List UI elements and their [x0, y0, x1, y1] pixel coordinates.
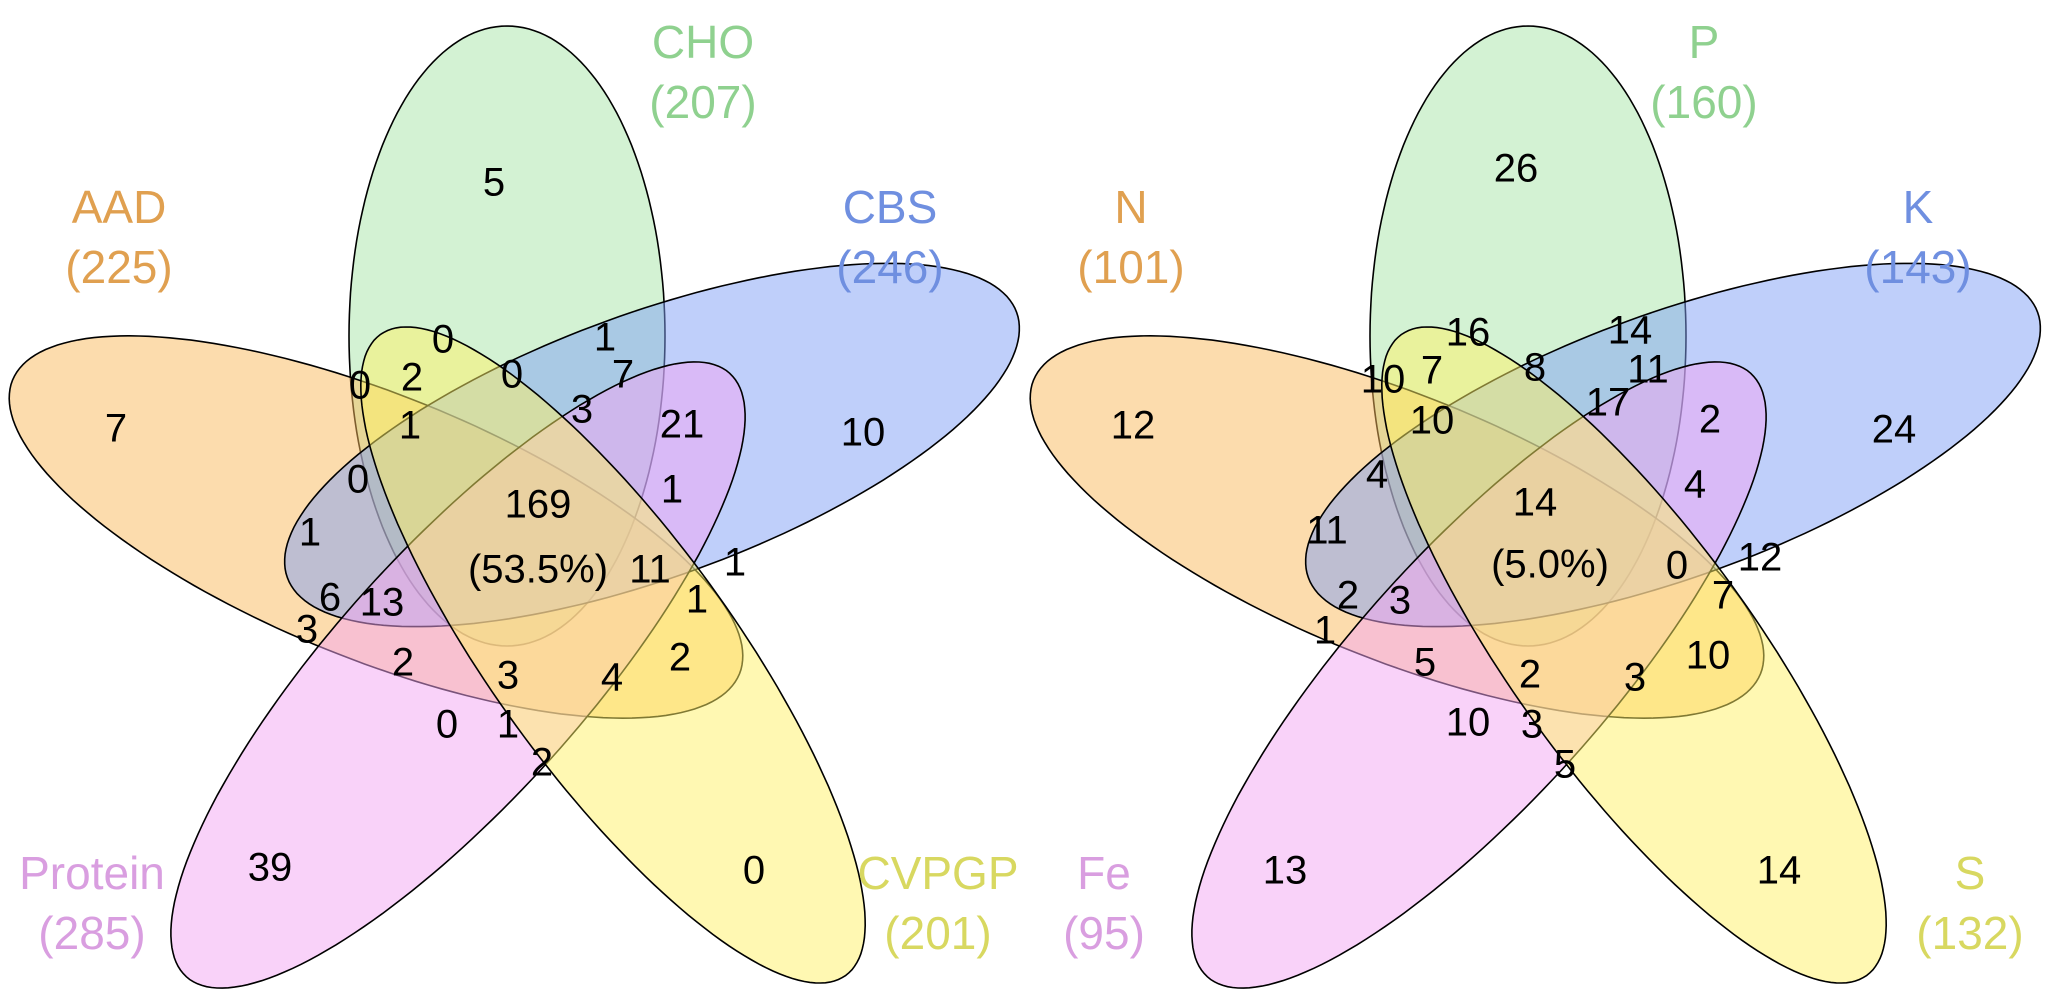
set-label: CVPGP: [857, 847, 1018, 899]
region-count: 1: [497, 703, 519, 747]
region-count: 7: [1712, 574, 1734, 618]
region-count: 3: [296, 608, 318, 652]
region-count: 2: [392, 641, 414, 685]
region-count: 1: [594, 316, 616, 360]
region-count: 1: [399, 404, 421, 448]
set-count: (143): [1864, 241, 1971, 293]
set-ellipses: [8, 25, 1021, 989]
region-count: 39: [248, 846, 293, 890]
region-count: 7: [105, 407, 127, 451]
region-count: 2: [401, 356, 423, 400]
region-count: 11: [1306, 509, 1348, 553]
region-count: 10: [1361, 358, 1406, 402]
region-count: 7: [612, 353, 634, 397]
set-label: N: [1114, 181, 1147, 233]
set-count: (246): [836, 241, 943, 293]
set-count: (132): [1916, 907, 2023, 959]
region-count: 11: [1627, 348, 1669, 392]
region-count: 0: [432, 318, 454, 362]
set-ellipse-cvpgp: [359, 326, 867, 984]
set-label: CBS: [843, 181, 938, 233]
region-count: 4: [1684, 463, 1706, 507]
region-count: 3: [1521, 703, 1543, 747]
set-label: Fe: [1077, 847, 1131, 899]
center-percent: (53.5%): [468, 548, 608, 592]
region-count: 21: [660, 403, 705, 447]
set-label: CHO: [652, 16, 754, 68]
set-ellipse-s: [1380, 326, 1888, 984]
set-count: (225): [65, 241, 172, 293]
region-count: 0: [436, 703, 458, 747]
set-label: AAD: [72, 181, 167, 233]
region-count: 16: [1446, 311, 1491, 355]
region-count: 10: [1410, 399, 1455, 443]
region-count: 24: [1872, 408, 1917, 452]
region-count: 3: [1389, 579, 1411, 623]
region-count: 3: [571, 388, 593, 432]
region-count: 4: [601, 656, 623, 700]
region-count: 2: [1337, 574, 1359, 618]
set-count: (285): [38, 907, 145, 959]
region-count: 13: [360, 581, 405, 625]
set-count: (160): [1650, 76, 1757, 128]
region-count: 12: [1738, 536, 1783, 580]
set-count: (101): [1077, 241, 1184, 293]
region-count: 0: [743, 849, 765, 893]
region-count: 1: [1314, 609, 1336, 653]
region-count: 26: [1494, 147, 1539, 191]
region-count: 5: [483, 161, 505, 205]
region-count: 4: [1366, 453, 1388, 497]
region-count: 0: [501, 353, 523, 397]
region-count: 3: [1624, 656, 1646, 700]
region-count: 2: [1519, 653, 1541, 697]
region-count: 1: [661, 468, 683, 512]
region-count: 2: [1699, 398, 1721, 442]
region-count: 0: [347, 458, 369, 502]
region-count: 0: [349, 364, 371, 408]
set-label: S: [1955, 847, 1986, 899]
region-count: 2: [669, 636, 691, 680]
region-count: 8: [1524, 346, 1546, 390]
region-count: 10: [1446, 701, 1491, 745]
region-count: 14: [1757, 849, 1802, 893]
region-count: 3: [497, 654, 519, 698]
set-count: (201): [884, 907, 991, 959]
center-count: 14: [1513, 481, 1558, 525]
region-count: 1: [299, 511, 321, 555]
center-count: 169: [505, 483, 572, 527]
region-count: 13: [1263, 849, 1308, 893]
region-count: 12: [1111, 404, 1156, 448]
set-label: K: [1903, 181, 1934, 233]
region-count: 14: [1608, 309, 1653, 353]
region-count: 7: [1421, 349, 1443, 393]
region-count: 0: [1666, 544, 1688, 588]
set-label: P: [1689, 16, 1720, 68]
region-count: 5: [1554, 743, 1576, 787]
center-percent: (5.0%): [1491, 543, 1609, 587]
venn-diagram-1: CHO (207) AAD (225) CBS (246) Protein (285) CVPG…: [8, 16, 1021, 989]
region-count: 5: [1414, 641, 1436, 685]
region-count: 6: [319, 576, 341, 620]
set-ellipses: [1029, 25, 2042, 989]
set-count: (95): [1063, 907, 1145, 959]
region-count: 2: [531, 741, 553, 785]
region-count: 1: [686, 578, 708, 622]
region-count: 10: [841, 411, 886, 455]
region-count: 17: [1586, 381, 1631, 425]
set-count: (207): [649, 76, 756, 128]
set-label: Protein: [19, 847, 165, 899]
region-count: 1: [724, 541, 746, 585]
region-count: 10: [1686, 634, 1731, 678]
region-count: 11: [629, 548, 671, 592]
